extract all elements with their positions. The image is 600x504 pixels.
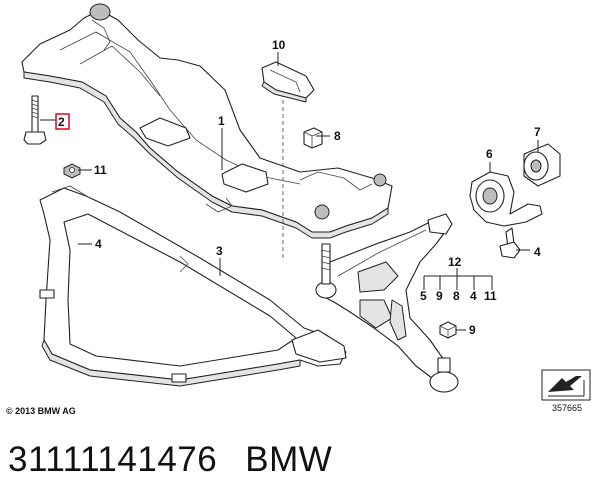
part-caption: 31111141476 BMW xyxy=(8,440,332,480)
parts-diagram: 10 1 8 2 11 4 3 6 7 4 12 5 9 8 4 11 9 xyxy=(21,3,591,401)
callout-4-left: 4 xyxy=(95,237,102,251)
nut-part-11 xyxy=(63,163,81,179)
callout-10: 10 xyxy=(272,38,286,52)
nut-part-8 xyxy=(303,127,323,149)
part-2-highlight xyxy=(55,113,70,130)
callout-11: 11 xyxy=(94,163,107,177)
callout-group-4: 4 xyxy=(470,289,477,303)
callout-8: 8 xyxy=(334,129,341,143)
callout-labels: 10 1 8 2 11 4 3 6 7 4 12 5 9 8 4 11 9 xyxy=(58,38,541,337)
bolt-part-4-right xyxy=(499,227,521,259)
callout-1: 1 xyxy=(218,114,225,128)
leader-lines xyxy=(40,52,539,331)
bolt-part-2 xyxy=(23,95,47,145)
bushing-part-6 xyxy=(469,171,543,227)
part-number: 31111141476 xyxy=(8,440,218,479)
callout-7: 7 xyxy=(534,125,541,139)
callout-2: 2 xyxy=(58,115,65,129)
image-number: 357665 xyxy=(552,403,583,413)
brand-name: BMW xyxy=(245,440,333,479)
callout-9: 9 xyxy=(469,323,476,337)
callout-3: 3 xyxy=(216,244,223,258)
callout-group-8: 8 xyxy=(453,289,460,303)
bracket-part-10 xyxy=(261,61,315,103)
callout-group-9: 9 xyxy=(436,289,443,303)
callout-4-right: 4 xyxy=(534,245,541,259)
callout-6: 6 xyxy=(486,147,493,161)
callout-group-5: 5 xyxy=(420,289,427,303)
control-arm xyxy=(315,213,459,393)
strut-frame-part-3 xyxy=(39,185,347,387)
callout-12: 12 xyxy=(448,255,462,269)
copyright-text: © 2013 BMW AG xyxy=(6,406,76,416)
bushing-part-7 xyxy=(523,143,561,187)
nut-part-9 xyxy=(439,321,457,339)
callout-group-11: 11 xyxy=(484,289,497,303)
axle-carrier xyxy=(21,3,393,239)
direction-arrow-icon xyxy=(541,369,591,401)
